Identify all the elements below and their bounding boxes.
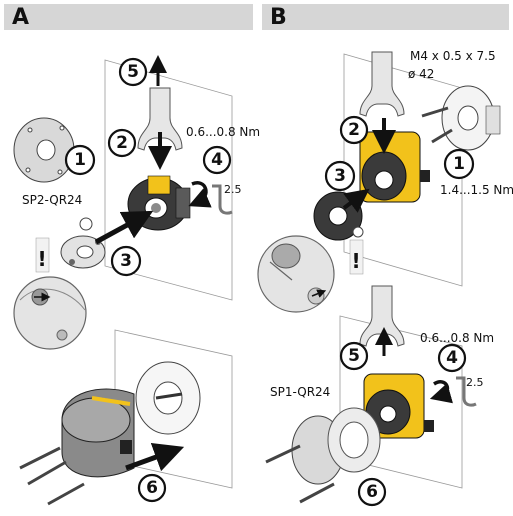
panel-b-step-6: 6	[357, 477, 387, 507]
panel-a-step-2: 2	[107, 128, 137, 158]
panel-b-warning-icon: !	[349, 239, 364, 275]
panel-b-flange-disc	[291, 407, 381, 485]
panel-b-step-2: 2	[339, 115, 369, 145]
panel-b-fork-bottom	[359, 285, 405, 347]
panel-b-arrow-4	[429, 380, 453, 404]
panel-b-header: B	[262, 4, 509, 30]
panel-a-mount-plane-top	[104, 59, 233, 301]
svg-text:1: 1	[453, 154, 465, 174]
panel-a-step-5: 5	[118, 57, 148, 87]
panel-a-header: A	[4, 4, 253, 30]
panel-b-letter: B	[270, 5, 287, 30]
panel-b-mount-plane-bottom	[339, 315, 463, 489]
svg-text:4: 4	[211, 150, 223, 170]
panel-b-torque: 0.6...0.8 Nm	[420, 331, 494, 345]
svg-text:4: 4	[446, 348, 458, 368]
svg-text:!: !	[37, 247, 46, 271]
panel-b-step-4: 4	[437, 343, 467, 373]
panel-b: M4 x 0.5 x 7.5 ø 42 1.4...1.5 Nm	[257, 49, 513, 507]
svg-text:6: 6	[366, 482, 378, 502]
panel-a-screws	[19, 446, 85, 506]
panel-b-detail-magnifier	[257, 235, 335, 313]
panel-b-fork-top	[359, 51, 405, 117]
panel-a-flange-bottom	[135, 361, 201, 435]
panel-b-hex-key: 2.5	[456, 376, 484, 407]
svg-text:1: 1	[74, 150, 86, 170]
panel-b-arrow-3	[342, 188, 370, 213]
panel-a-arrow-3	[94, 210, 154, 245]
panel-a-torque: 0.6...0.8 Nm	[186, 125, 260, 139]
svg-text:5: 5	[127, 62, 139, 82]
svg-text:!: !	[351, 249, 360, 273]
panel-b-encoder-bottom	[363, 373, 434, 439]
panel-a-warning-icon: !	[35, 237, 50, 273]
panel-a-detail-magnifier	[13, 276, 87, 350]
svg-text:5: 5	[348, 346, 360, 366]
panel-a-clamp-ring	[60, 217, 106, 269]
panel-a-encoder-bottom	[61, 388, 135, 478]
svg-text:2: 2	[348, 120, 360, 140]
panel-b-part-label: SP1-QR24	[270, 385, 330, 399]
panel-b-mount-torque: 1.4...1.5 Nm	[440, 183, 513, 197]
panel-a: SP2-QR24 !	[13, 55, 260, 506]
panel-b-rear-flange	[421, 85, 501, 151]
panel-a-fork	[137, 87, 183, 151]
panel-a-step-6: 6	[137, 473, 167, 503]
panel-a-letter: A	[12, 5, 30, 30]
panel-b-diameter: ø 42	[408, 67, 434, 81]
panel-b-step-3: 3	[324, 160, 356, 192]
panel-b-encoder-top	[359, 131, 430, 203]
panel-b-step-5: 5	[339, 341, 369, 371]
svg-text:2.5: 2.5	[466, 376, 484, 389]
panel-b-step-1: 1	[443, 148, 475, 180]
panel-a-arrow-6	[125, 443, 185, 472]
panel-a-step-1: 1	[64, 144, 96, 176]
svg-text:2: 2	[116, 133, 128, 153]
panel-a-step-4: 4	[202, 145, 232, 175]
panel-a-hex-key: 2.5	[212, 183, 242, 215]
panel-a-arrow-4	[188, 181, 212, 208]
svg-text:3: 3	[120, 251, 132, 271]
panel-a-step-3: 3	[110, 245, 142, 277]
panel-a-flange-disc	[13, 117, 75, 183]
panel-a-part-label: SP2-QR24	[22, 193, 82, 207]
svg-text:3: 3	[334, 166, 346, 186]
panel-b-screw-spec: M4 x 0.5 x 7.5	[410, 49, 496, 63]
svg-text:6: 6	[146, 478, 158, 498]
svg-text:2.5: 2.5	[224, 183, 242, 196]
panel-b-screws	[265, 444, 335, 504]
